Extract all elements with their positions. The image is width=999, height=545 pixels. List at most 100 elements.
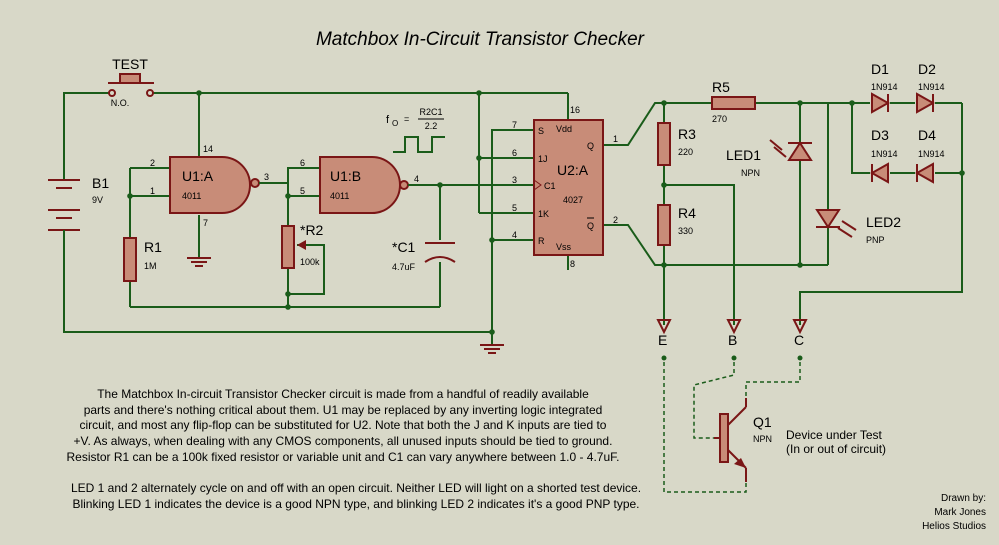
u1a-pin-2: 2	[150, 158, 155, 168]
d2-name: D2	[918, 61, 936, 77]
junctions	[127, 90, 965, 335]
c1-value: 4.7uF	[392, 262, 416, 272]
u2a-label-vdd: Vdd	[556, 124, 572, 134]
r2-value: 100k	[300, 257, 320, 267]
terminal-c-label: C	[794, 332, 804, 348]
potentiometer-r2: *R2 100k	[281, 222, 324, 269]
u1a-name: U1:A	[182, 168, 214, 184]
d2-part: 1N914	[918, 82, 945, 92]
led-2: LED2 PNP	[815, 209, 901, 245]
description-line-4: +V. As always, when dealing with any CMO…	[74, 434, 613, 448]
battery-value: 9V	[92, 195, 103, 205]
u2a-label-1k: 1K	[538, 209, 549, 219]
schematic-title: Matchbox In-Circuit Transistor Checker	[316, 29, 645, 50]
description-line-5: Resistor R1 can be a 100k fixed resistor…	[67, 450, 620, 464]
dut-line2: (In or out of circuit)	[786, 442, 886, 456]
transistor-q1: Q1 NPN	[714, 398, 772, 482]
gate-u1a: U1:A 4011 2 1 3 14 7	[150, 144, 269, 228]
u2a-label-s: S	[538, 126, 544, 136]
diode-d3: D3 1N914	[869, 127, 898, 184]
battery-name: B1	[92, 175, 109, 191]
u2a-label-q: Q	[587, 141, 594, 151]
u2a-pin-5: 5	[512, 203, 517, 213]
diode-d1: D1 1N914	[871, 61, 898, 114]
d4-part: 1N914	[918, 149, 945, 159]
led-1: LED1 NPN	[726, 139, 813, 178]
u2a-label-c1: C1	[544, 181, 556, 191]
credit-line-1: Drawn by:	[941, 493, 986, 504]
r1-name: R1	[144, 239, 162, 255]
u2a-part: 4027	[563, 195, 583, 205]
formula-den: 2.2	[425, 121, 438, 131]
u1b-name: U1:B	[330, 168, 361, 184]
q1-name: Q1	[753, 414, 772, 430]
test-switch-label: TEST	[112, 56, 148, 72]
diode-d2: D2 1N914	[916, 61, 945, 114]
test-leads	[663, 362, 801, 493]
gate-u1b: U1:B 4011 6 5 4	[300, 156, 419, 214]
q1-type: NPN	[753, 434, 772, 444]
u2a-pin-4: 4	[512, 230, 517, 240]
led1-name: LED1	[726, 147, 761, 163]
r3-name: R3	[678, 126, 696, 142]
u1b-pin-6: 6	[300, 158, 305, 168]
d3-name: D3	[871, 127, 889, 143]
resistor-r1: R1 1M	[123, 237, 162, 282]
dut-line1: Device under Test	[786, 428, 882, 442]
capacitor-c1: *C1 4.7uF	[392, 239, 456, 272]
u1b-part: 4011	[330, 191, 349, 201]
formula-sub: O	[392, 119, 398, 128]
frequency-formula: f O = R2C1 2.2	[386, 107, 445, 153]
u2a-label-r: R	[538, 236, 545, 246]
u1a-part: 4011	[182, 191, 201, 201]
test-switch: TEST N.O.	[108, 56, 154, 108]
credit-line-3: Helios Studios	[922, 521, 986, 532]
u2a-pin-3: 3	[512, 175, 517, 185]
u1b-pin-4: 4	[414, 174, 419, 184]
terminal-c: C	[792, 319, 808, 361]
u2a-label-vss: Vss	[556, 242, 572, 252]
u2a-pin-6: 6	[512, 148, 517, 158]
description-line-6: LED 1 and 2 alternately cycle on and off…	[71, 481, 641, 495]
led2-name: LED2	[866, 214, 901, 230]
u2a-pin-1: 1	[613, 134, 618, 144]
u1a-pin-7: 7	[203, 218, 208, 228]
u1a-pin-1: 1	[150, 186, 155, 196]
r5-value: 270	[712, 114, 727, 124]
battery-b1: B1 9V	[48, 170, 109, 240]
r3-value: 220	[678, 147, 693, 157]
u1b-pin-5: 5	[300, 186, 305, 196]
terminal-b: B	[726, 319, 742, 361]
terminal-e-label: E	[658, 332, 667, 348]
led1-type: NPN	[741, 168, 760, 178]
diode-d4: D4 1N914	[914, 127, 945, 184]
c1-name: *C1	[392, 239, 416, 255]
ground-main	[480, 344, 504, 354]
u2a-pin-16: 16	[570, 105, 580, 115]
description-line-7: Blinking LED 1 indicates the device is a…	[72, 497, 639, 511]
u2a-name: U2:A	[557, 162, 589, 178]
formula-lhs: f	[386, 114, 390, 126]
ground-u1a	[187, 257, 211, 267]
u2a-pin-7: 7	[512, 120, 517, 130]
r2-name: *R2	[300, 222, 324, 238]
u1a-pin-14: 14	[203, 144, 213, 154]
led2-type: PNP	[866, 235, 885, 245]
d4-name: D4	[918, 127, 936, 143]
description-line-3: circuit, and most any flip-flop can be s…	[80, 418, 607, 432]
credit-line-2: Mark Jones	[934, 507, 986, 518]
formula-eq: =	[404, 114, 409, 124]
u2a-label-1j: 1J	[538, 154, 548, 164]
description-text: The Matchbox In-circuit Transistor Check…	[67, 387, 642, 511]
r4-value: 330	[678, 226, 693, 236]
d1-name: D1	[871, 61, 889, 77]
flipflop-u2a: U2:A 4027 S 1J C1 1K R Vdd Vss Q Q 7 6 3…	[512, 105, 618, 269]
resistor-r5: R5 270	[711, 79, 756, 124]
u1a-pin-3: 3	[264, 172, 269, 182]
resistor-r4: R4 330	[657, 204, 696, 246]
r4-name: R4	[678, 205, 696, 221]
u2a-pin-8: 8	[570, 259, 575, 269]
resistor-r3: R3 220	[657, 122, 696, 166]
description-line-1: The Matchbox In-circuit Transistor Check…	[97, 387, 589, 401]
